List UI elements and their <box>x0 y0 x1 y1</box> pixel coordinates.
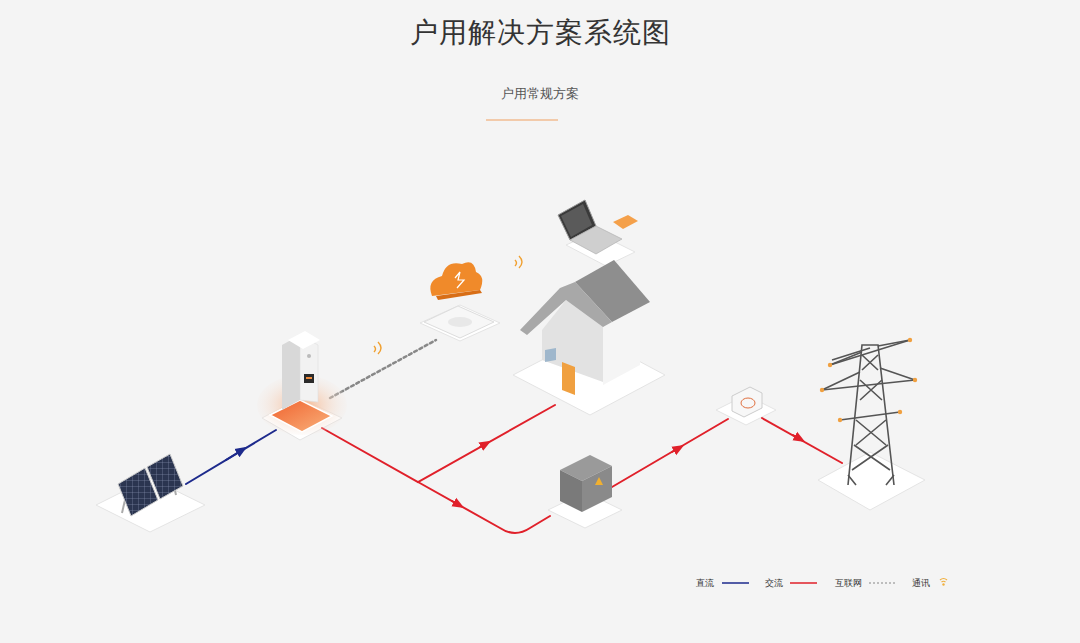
wifi-icons <box>374 256 522 354</box>
distribution-box <box>560 455 612 512</box>
legend-text: 直流 <box>696 577 714 590</box>
meter <box>732 387 762 417</box>
inverter <box>257 331 347 435</box>
tower-insulators <box>820 338 917 422</box>
platforms <box>96 232 925 532</box>
caption-rule <box>486 119 558 120</box>
transmission-tower <box>822 340 915 485</box>
diagram-caption: 户用常规方案 <box>0 85 1080 103</box>
solar-panel <box>118 454 183 516</box>
house <box>520 260 650 395</box>
laptop <box>558 200 638 254</box>
diagram-title: 户用解决方案系统图 <box>0 14 1080 52</box>
legend-text: 互联网 <box>835 577 862 590</box>
legend-text: 交流 <box>765 577 783 590</box>
cloud-router <box>424 262 494 338</box>
legend-text: 通讯 <box>912 577 930 590</box>
